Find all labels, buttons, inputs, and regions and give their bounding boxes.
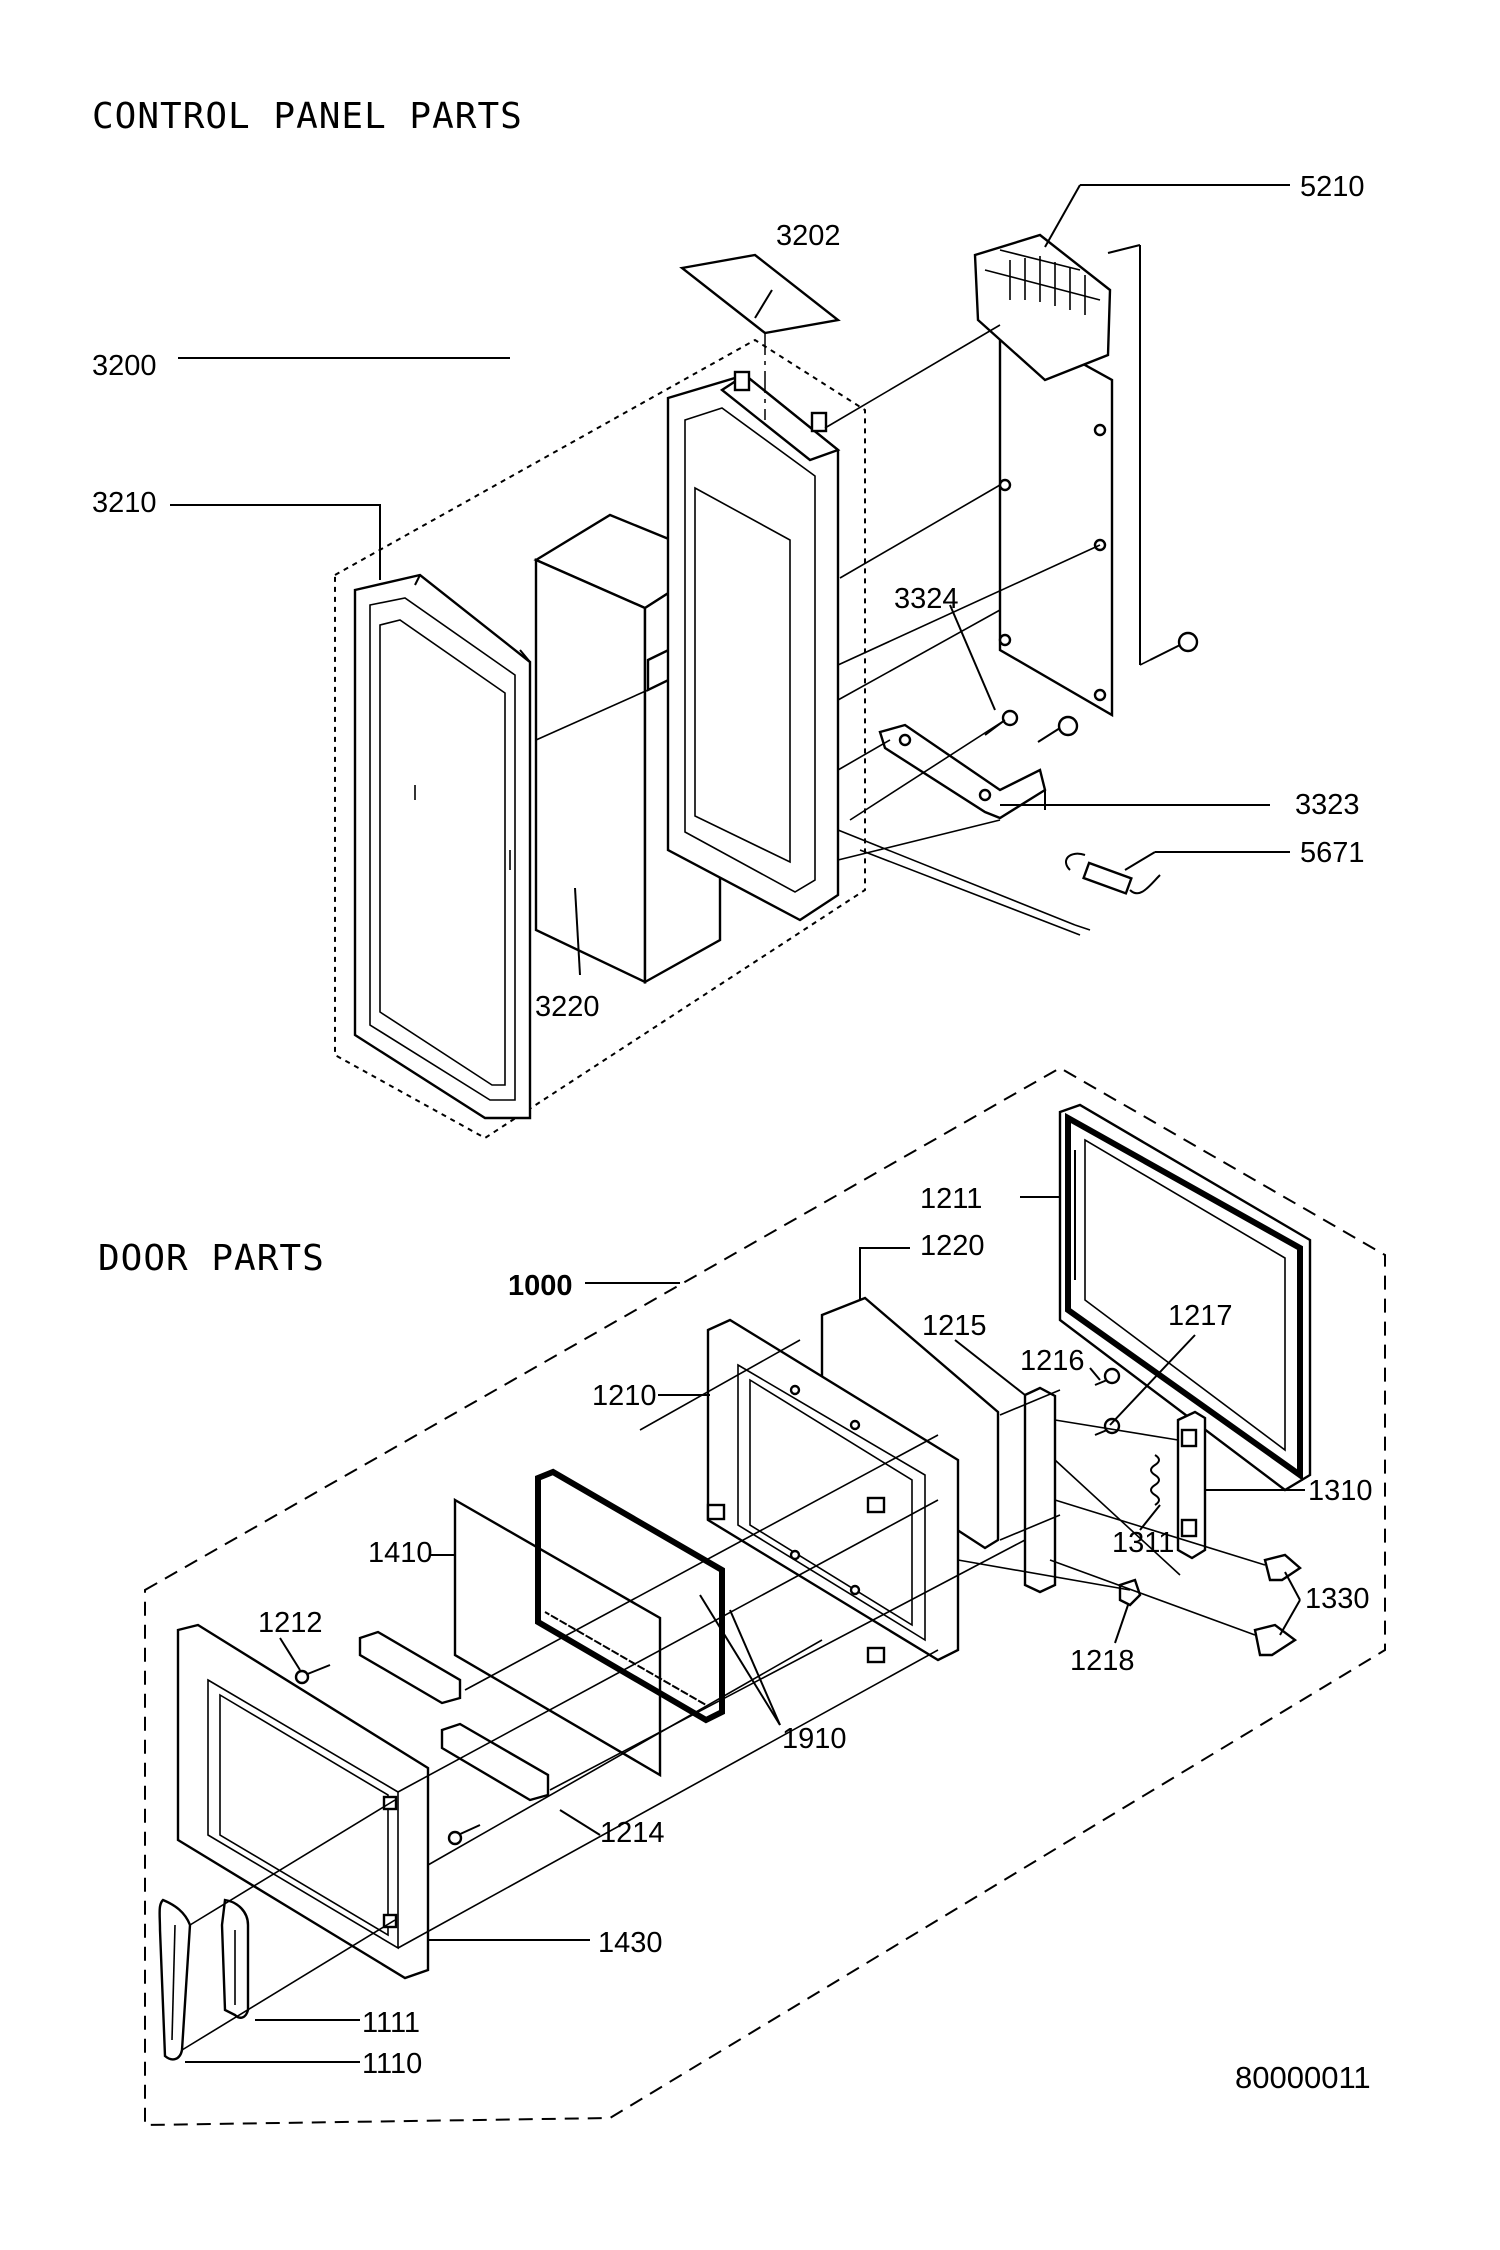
label-1110: 1110: [362, 2048, 422, 2080]
part-1211-choke-frame: [1058, 1103, 1312, 1492]
part-1214-hinge-plate: [440, 1722, 550, 1846]
label-3202: 3202: [776, 220, 841, 252]
part-1218-latch-hook: [1118, 1578, 1142, 1607]
part-1111-handle-cover: [220, 1898, 250, 2019]
part-1215-hinge-bar: [1023, 1386, 1057, 1594]
part-3324-screws: [984, 709, 1079, 743]
assembly-1000-boundary: [144, 1066, 1386, 2127]
part-1210-inner-frame: [706, 1318, 960, 1664]
part-1310-latch-bracket: [1176, 1410, 1207, 1560]
part-3202-label: [679, 253, 841, 335]
label-1111: 1111: [362, 2007, 420, 2039]
label-1310: 1310: [1308, 1475, 1373, 1507]
label-3210: 3210: [92, 487, 157, 519]
part-1311-spring: [1150, 1454, 1160, 1506]
label-1214: 1214: [600, 1817, 665, 1849]
part-1110-door-handle: [158, 1898, 192, 2061]
label-3220: 3220: [535, 991, 600, 1023]
pcb-mounting-screw: [1149, 631, 1199, 661]
part-3210-front-frame: [353, 573, 532, 1120]
label-3324: 3324: [894, 583, 959, 615]
control-panel-explode-lines: [535, 324, 1151, 936]
label-1220: 1220: [920, 1230, 985, 1262]
label-1910: 1910: [782, 1723, 847, 1755]
part-3323-switch-bracket: [878, 723, 1047, 820]
door-explode-lines: [181, 1339, 1266, 2051]
document-number: 80000011: [1235, 2060, 1371, 2095]
part-1212-hinge-plate: [294, 1630, 462, 1705]
part-5671-fuse: [1065, 852, 1161, 895]
label-1000: 1000: [508, 1270, 573, 1302]
label-1216: 1216: [1020, 1345, 1085, 1377]
label-1210: 1210: [592, 1380, 657, 1412]
label-1311: 1311: [1112, 1527, 1174, 1559]
control-panel-leaders: [170, 184, 1290, 976]
label-1410: 1410: [368, 1537, 433, 1569]
part-1430-outer-door: [176, 1623, 430, 1980]
door-parts-title: DOOR PARTS: [98, 1238, 325, 1279]
label-5671: 5671: [1300, 837, 1365, 869]
part-1216-screw: [1094, 1367, 1121, 1386]
part-5210-control-pcb: [973, 233, 1141, 718]
label-3200: 3200: [92, 350, 157, 382]
label-5210: 5210: [1300, 171, 1365, 203]
control-panel-title: CONTROL PANEL PARTS: [92, 96, 523, 137]
label-1211: 1211: [920, 1183, 982, 1215]
label-1430: 1430: [598, 1927, 663, 1959]
label-1212: 1212: [258, 1607, 323, 1639]
label-1217: 1217: [1168, 1300, 1233, 1332]
label-1218: 1218: [1070, 1645, 1135, 1677]
part-1910-gasket: [535, 1468, 725, 1724]
part-3200-control-panel: [666, 370, 841, 922]
part-1330-latch-levers: [1253, 1553, 1302, 1657]
part-1410-window-glass: [453, 1497, 662, 1778]
label-3323: 3323: [1295, 789, 1360, 821]
assembly-3200-boundary: [334, 338, 866, 1140]
door-leaders: [185, 1196, 1305, 2063]
label-1215: 1215: [922, 1310, 987, 1342]
label-1330: 1330: [1305, 1583, 1370, 1615]
